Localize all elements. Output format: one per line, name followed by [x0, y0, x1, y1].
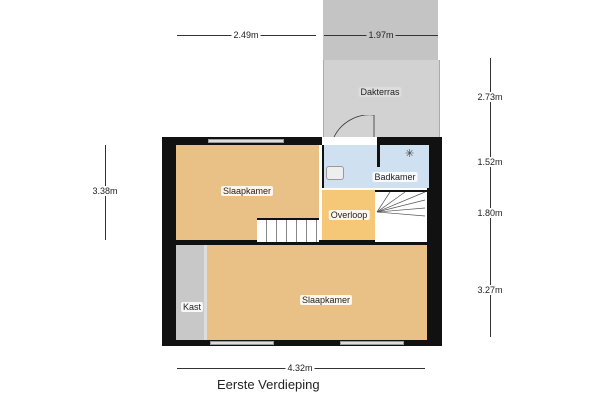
shower-icon: ✳	[405, 148, 415, 160]
dim-right-4: 3.27m	[475, 285, 505, 295]
dim-top-right: 1.97m	[366, 30, 396, 40]
dim-top-left: 2.49m	[231, 30, 261, 40]
window-bottom-left	[210, 341, 274, 345]
wall-right	[427, 137, 442, 346]
dim-right-2: 1.52m	[475, 157, 505, 167]
stairs-left	[257, 218, 319, 242]
room-label-dakterras: Dakterras	[358, 87, 402, 97]
bath-inner-wall	[377, 145, 380, 167]
dakterras-area-lower	[323, 60, 440, 137]
slaapkamer-bottom	[207, 245, 427, 340]
wall-bottom	[162, 340, 442, 346]
room-label-overloop: Overloop	[328, 210, 370, 220]
dim-bottom: 4.32m	[285, 363, 315, 373]
terrace-door-icon	[333, 115, 375, 138]
sink-icon	[326, 166, 344, 180]
dim-right-3: 1.80m	[475, 208, 505, 218]
floor-title: Eerste Verdieping	[217, 377, 320, 392]
wall-top-right	[377, 137, 442, 145]
dim-right-1: 2.73m	[475, 92, 505, 102]
room-label-slaapkamer-bottom: Slaapkamer	[299, 295, 353, 305]
wall-left	[162, 137, 176, 346]
room-label-kast: Kast	[180, 302, 204, 312]
window-top	[208, 139, 284, 143]
dim-line-right	[490, 58, 491, 337]
room-label-badkamer: Badkamer	[372, 172, 418, 182]
wall-middle	[176, 240, 427, 245]
window-bottom-right	[340, 341, 404, 345]
kast	[176, 245, 207, 340]
room-label-slaapkamer-top: Slaapkamer	[220, 186, 274, 196]
dim-left: 3.38m	[90, 186, 120, 196]
stairs-right	[375, 190, 427, 242]
stairs-right-icon	[376, 191, 426, 217]
